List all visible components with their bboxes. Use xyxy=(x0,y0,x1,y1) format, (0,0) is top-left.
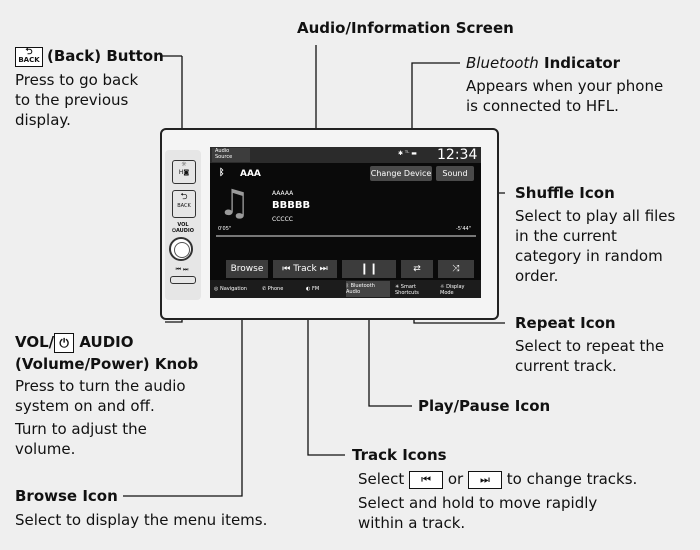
song-album: CCCCC xyxy=(272,216,293,223)
shuffle-icon-title: Shuffle Icon xyxy=(515,184,615,202)
bluetooth-indicator-desc: Appears when your phone is connected to … xyxy=(466,76,663,116)
device-audio-text: AUDIO xyxy=(175,228,194,234)
bluetooth-indicator-title: Bluetooth Indicator xyxy=(466,53,620,73)
change-device-button[interactable]: Change Device xyxy=(370,166,432,181)
hi-mode-icon: ☼H◙ xyxy=(172,160,196,184)
track-button-label: Track xyxy=(293,264,317,274)
shuffle-desc-line: in the current xyxy=(515,227,617,245)
track-label: AAA xyxy=(240,169,261,179)
device-back-button[interactable]: ⮌BACK xyxy=(172,190,196,218)
nav-navigation-label: Navigation xyxy=(219,286,247,292)
repeat-icon-title: Repeat Icon xyxy=(515,314,616,332)
back-title-text: (Back) Button xyxy=(47,47,164,65)
skip-back-key-icon: ⏮ xyxy=(409,470,444,489)
audio-source-line1: Audio xyxy=(215,148,230,154)
vol-desc2-line: Turn to adjust the xyxy=(15,420,147,438)
nav-display-label: Display Mode xyxy=(440,284,465,296)
browse-button[interactable]: Browse xyxy=(226,260,268,278)
device-back-text: BACK xyxy=(177,203,191,209)
clock: 12:34 xyxy=(437,147,478,163)
play-pause-button[interactable]: ❙❙ xyxy=(342,260,396,278)
bt-title-italic: Bluetooth xyxy=(466,54,539,72)
repeat-button[interactable]: ⇄ xyxy=(401,260,433,278)
status-bar xyxy=(210,147,481,163)
device-vol-text: VOL xyxy=(177,222,189,228)
vol-title-b: AUDIO xyxy=(74,333,134,351)
album-art-icon: ♫ xyxy=(218,183,251,224)
sound-button[interactable]: Sound xyxy=(436,166,474,181)
nav-bluetooth-label: Bluetooth Audio xyxy=(346,283,375,295)
bluetooth-callout-line xyxy=(411,62,460,153)
vol-desc-line: system on and off. xyxy=(15,397,155,415)
repeat-desc-line: Select to repeat the xyxy=(515,337,665,355)
track-buttons[interactable]: ⏮ Track ⏭ xyxy=(273,260,337,278)
knob-inner xyxy=(174,242,190,258)
back-key-icon: ⮌BACK xyxy=(15,46,43,67)
skip-buttons[interactable]: ⏮ ⏭ xyxy=(175,266,189,273)
track-desc2-line: within a track. xyxy=(358,514,466,532)
nav-smart-label: Smart Shortcuts xyxy=(395,284,419,296)
back-button-desc: Press to go back to the previous display… xyxy=(15,70,138,130)
status-icons: ✱ ᵀᴸ ▬ xyxy=(398,150,417,157)
song-artist: BBBBB xyxy=(272,200,311,211)
bt-desc-line: Appears when your phone xyxy=(466,77,664,95)
repeat-desc-line: current track. xyxy=(515,357,617,375)
track-desc-b: to change tracks. xyxy=(506,470,638,488)
nav-phone-label: Phone xyxy=(267,286,284,292)
nav-fm-label: FM xyxy=(311,286,320,292)
bt-desc-line: is connected to HFL. xyxy=(466,97,619,115)
nav-fm[interactable]: ◐ FM xyxy=(306,286,320,292)
shuffle-button[interactable]: ⤨ xyxy=(438,260,474,278)
bluetooth-icon: ᛒ xyxy=(219,168,225,178)
nav-display-mode[interactable]: ☼ Display Mode xyxy=(440,284,465,296)
seek-bar-device xyxy=(170,276,196,284)
vol-desc-line: Press to turn the audio xyxy=(15,377,186,395)
audio-source-line2: Source xyxy=(215,154,233,160)
browse-icon-title: Browse Icon xyxy=(15,487,118,505)
vol-knob-desc2: Turn to adjust the volume. xyxy=(15,419,147,459)
vol-desc2-line: volume. xyxy=(15,440,76,458)
nav-phone[interactable]: ✆ Phone xyxy=(262,286,284,292)
nav-smart-shortcuts[interactable]: ✳ Smart Shortcuts xyxy=(395,284,419,296)
play-pause-title: Play/Pause Icon xyxy=(418,397,551,415)
shuffle-icon-desc: Select to play all files in the current … xyxy=(515,206,675,286)
remaining-time: -5'44" xyxy=(456,226,472,232)
shuffle-desc-line: order. xyxy=(515,267,559,285)
progress-bar[interactable] xyxy=(216,235,476,237)
track-callout-line xyxy=(307,268,345,456)
vol-title-a: VOL/ xyxy=(15,333,55,351)
track-desc2-line: Select and hold to move rapidly xyxy=(358,494,598,512)
shuffle-desc-line: category in random xyxy=(515,247,663,265)
back-desc-line: display. xyxy=(15,111,71,129)
track-icons-desc2: Select and hold to move rapidly within a… xyxy=(358,493,597,533)
vol-knob-title: VOL/⏻ AUDIO xyxy=(15,332,133,353)
track-desc-or: or xyxy=(447,470,464,488)
nav-navigation[interactable]: ◎ Navigation xyxy=(214,286,247,292)
skip-forward-key-icon: ⏭ xyxy=(467,470,502,489)
track-icons-desc: Select ⏮ or ⏭ to change tracks. xyxy=(358,469,637,489)
track-desc-a: Select xyxy=(358,470,405,488)
device-vol-label: VOL⏻AUDIO xyxy=(171,222,194,234)
shuffle-desc-line: Select to play all files xyxy=(515,207,676,225)
power-key-icon: ⏻ xyxy=(54,332,75,353)
song-title: AAAAA xyxy=(272,190,294,197)
track-icons-title: Track Icons xyxy=(352,446,447,464)
vol-knob-desc: Press to turn the audio system on and of… xyxy=(15,376,186,416)
nav-bluetooth-audio[interactable]: ᛒ Bluetooth Audio xyxy=(346,281,390,297)
browse-callout-line xyxy=(123,268,243,497)
back-desc-line: to the previous xyxy=(15,91,129,109)
back-desc-line: Press to go back xyxy=(15,71,139,89)
bt-title-rest: Indicator xyxy=(538,54,621,72)
nav-bar xyxy=(210,280,481,298)
repeat-icon-desc: Select to repeat the current track. xyxy=(515,336,664,376)
elapsed-time: 0'05" xyxy=(218,226,232,232)
audio-source-tab[interactable]: Audio Source xyxy=(212,148,250,162)
back-key-text: BACK xyxy=(18,55,40,64)
back-button-title: ⮌BACK(Back) Button xyxy=(15,46,164,67)
audio-screen-title: Audio/Information Screen xyxy=(297,19,514,37)
browse-icon-desc: Select to display the menu items. xyxy=(15,511,268,529)
vol-knob-subtitle: (Volume/Power) Knob xyxy=(15,355,199,373)
